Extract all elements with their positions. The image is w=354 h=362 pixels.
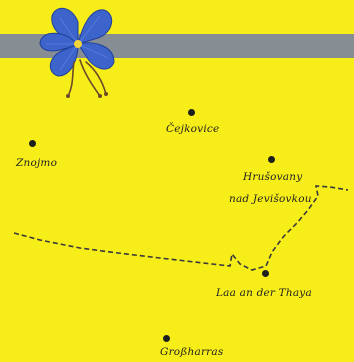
laa-label: Laa an der Thaya	[216, 287, 312, 299]
laa-dot-icon	[262, 270, 269, 277]
znojmo-dot-icon	[29, 140, 36, 147]
cejkovice-dot-icon	[188, 109, 195, 116]
grosharras-label: Großharras	[160, 346, 224, 358]
hrusovany-dot-icon	[268, 156, 275, 163]
blue-flower-icon	[39, 7, 115, 98]
grosharras-dot-icon	[163, 335, 170, 342]
hrusovany-label-line2: nad Jevišovkou	[229, 193, 312, 205]
cejkovice-label: Čejkovice	[166, 123, 220, 135]
znojmo-label: Znojmo	[16, 157, 58, 169]
hrusovany-label-line1: Hrušovany	[243, 171, 303, 183]
